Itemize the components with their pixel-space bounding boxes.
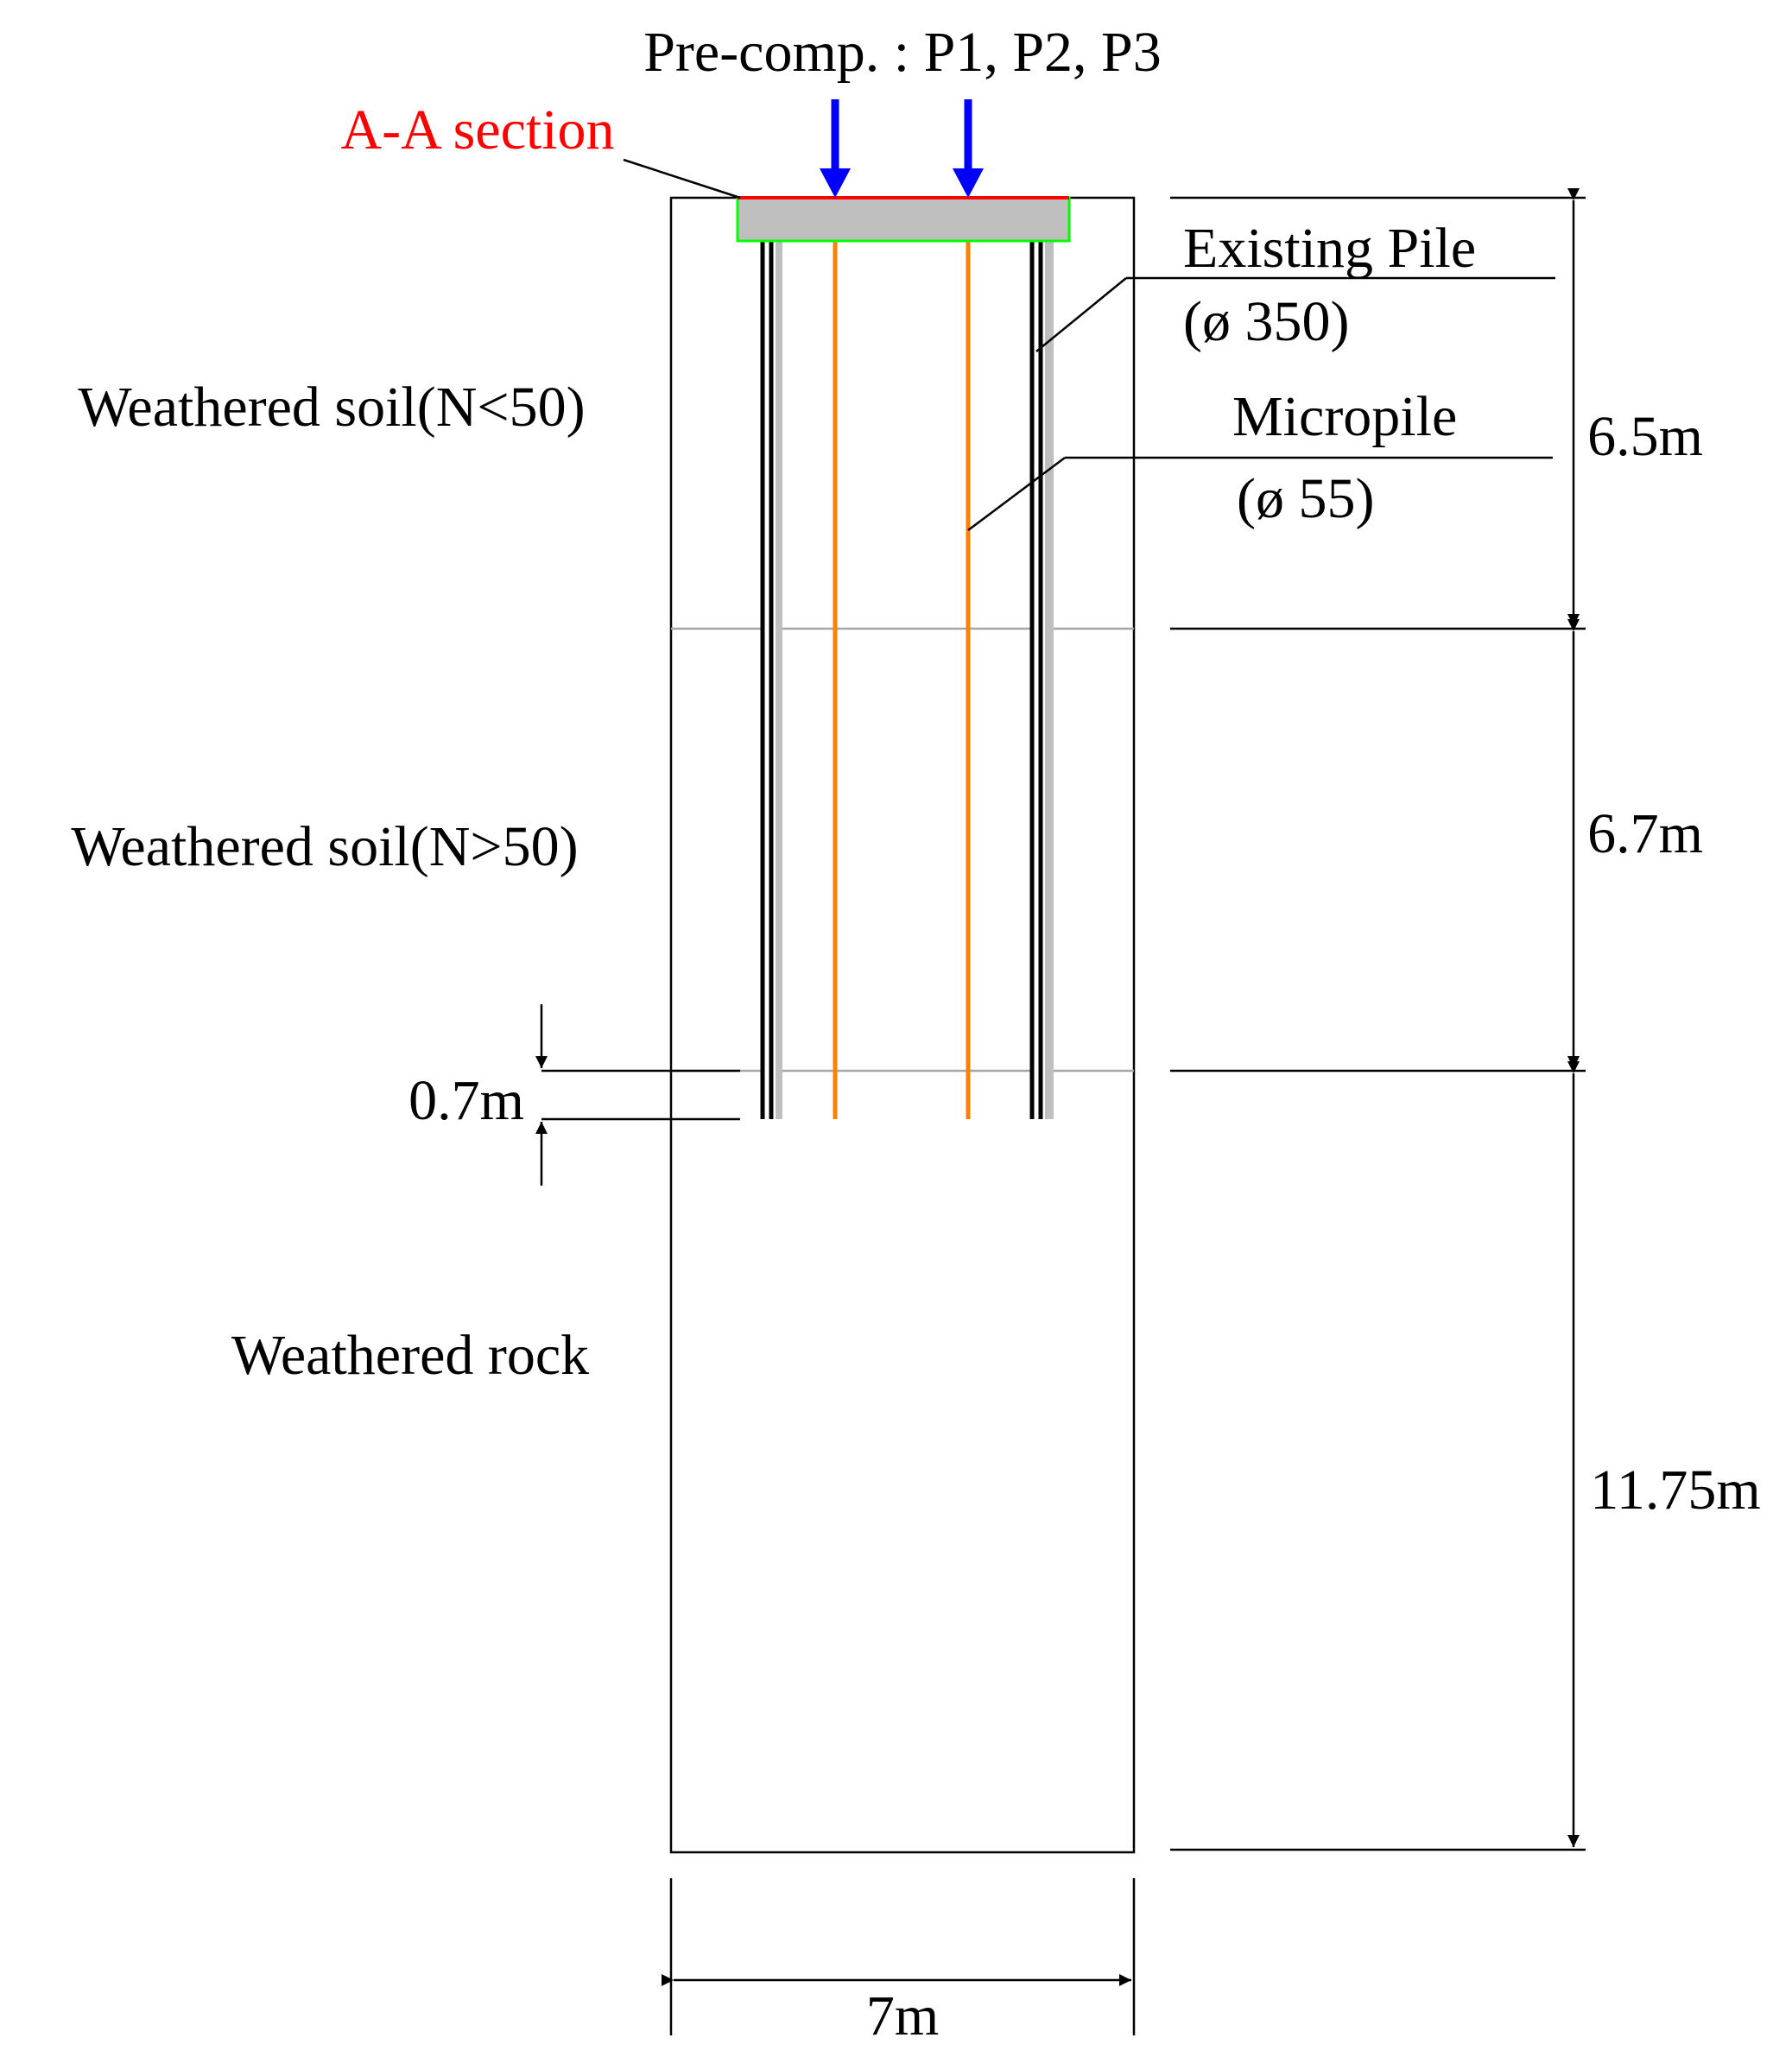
existing-pile-left xyxy=(760,242,782,1119)
layer-3-name: Weathered rock xyxy=(231,1324,589,1387)
section-label: A-A section xyxy=(340,98,614,161)
width-dimension: 7m xyxy=(866,1984,939,2047)
loading-label: Pre-comp. : P1, P2, P3 xyxy=(643,21,1162,84)
existing-pile-leader xyxy=(1035,277,1127,352)
existing-pile-right xyxy=(1029,242,1054,1119)
section-leader xyxy=(623,158,741,199)
pile-cap xyxy=(736,196,1071,243)
layer-3-thickness: 11.75m xyxy=(1590,1459,1760,1522)
soil-domain-outline xyxy=(669,196,1136,1854)
layer-1-name: Weathered soil(N<50) xyxy=(78,376,585,439)
existing-pile-label: Existing Pile xyxy=(1183,217,1476,280)
existing-pile-dia: (ø 350) xyxy=(1183,290,1349,353)
layer-1-thickness: 6.5m xyxy=(1587,405,1703,468)
load-arrow-1 xyxy=(820,99,851,198)
embed-dimension: 0.7m xyxy=(408,1069,524,1132)
load-arrow-2 xyxy=(953,99,984,198)
micropile-dia: (ø 55) xyxy=(1237,467,1374,530)
micropile-label: Micropile xyxy=(1232,385,1457,448)
micropile-leader xyxy=(967,457,1066,531)
layer-2-name: Weathered soil(N>50) xyxy=(71,815,578,878)
layer-2-thickness: 6.7m xyxy=(1587,802,1703,865)
